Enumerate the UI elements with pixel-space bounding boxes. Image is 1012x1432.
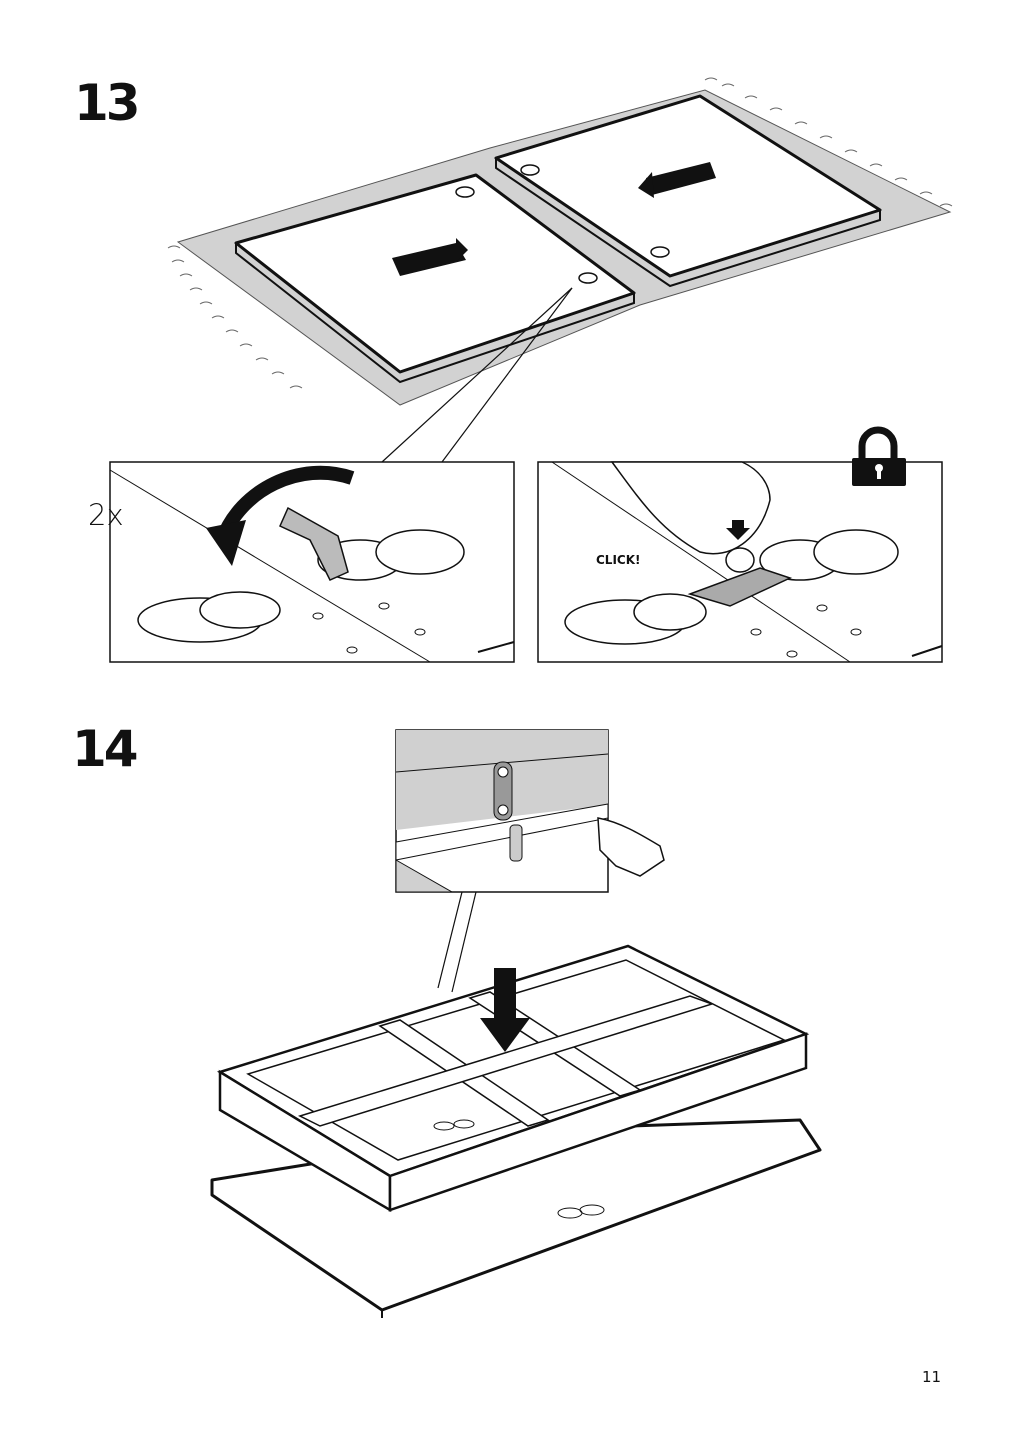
padlock-icon	[852, 426, 906, 486]
detail-box-hinge	[395, 729, 665, 993]
step14-frame-drawing	[210, 944, 822, 1318]
step-number: 13	[74, 74, 141, 132]
step13-overview-drawing	[167, 77, 953, 463]
click-sound-label: CLICK!	[596, 553, 641, 567]
step-number: 14	[72, 720, 139, 778]
quantity-label: 2x	[88, 498, 124, 532]
detail-box-rotate-connector	[109, 461, 515, 663]
rug-fringe	[167, 77, 953, 389]
detail-box-press-lock	[537, 426, 943, 663]
page-number: 11	[922, 1368, 942, 1386]
right-tabletop-panel	[494, 94, 882, 288]
